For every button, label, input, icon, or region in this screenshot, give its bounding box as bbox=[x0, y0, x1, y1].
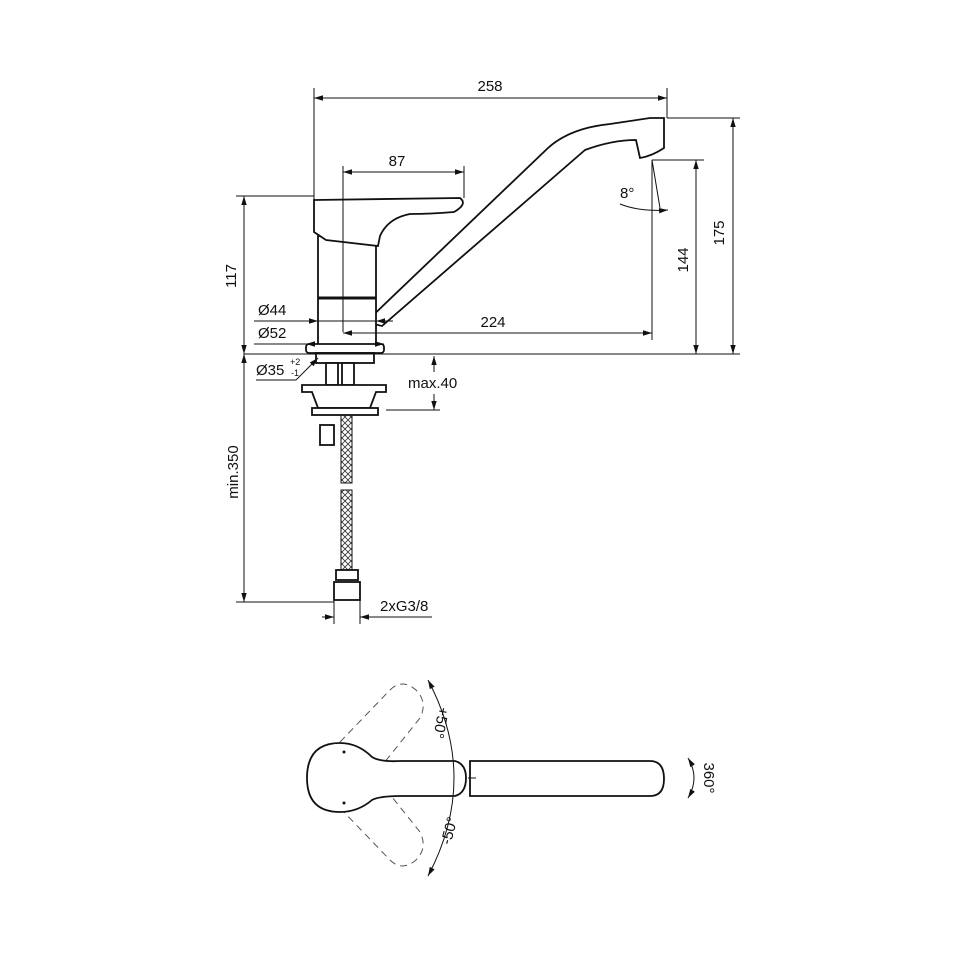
svg-text:360°: 360° bbox=[700, 762, 717, 793]
svg-text:+2: +2 bbox=[290, 357, 300, 367]
dim-connection: 2xG3/8 bbox=[322, 598, 432, 624]
svg-text:144: 144 bbox=[675, 247, 692, 272]
lever-handle bbox=[313, 197, 464, 247]
dim-total-height: 175 bbox=[667, 117, 740, 354]
dim-spout-reach: 224 bbox=[343, 314, 652, 336]
svg-text:Ø44: Ø44 bbox=[258, 302, 286, 319]
spout-top bbox=[469, 760, 665, 797]
svg-text:175: 175 bbox=[711, 220, 728, 245]
svg-text:117: 117 bbox=[223, 264, 240, 288]
svg-text:224: 224 bbox=[480, 314, 505, 331]
svg-text:+50°: +50° bbox=[429, 706, 451, 740]
dim-hole-diameter: Ø35 +2 -1 bbox=[256, 357, 319, 381]
svg-text:-1: -1 bbox=[291, 368, 299, 378]
dim-min-hose: min.350 bbox=[225, 354, 334, 603]
svg-text:min.350: min.350 bbox=[225, 445, 242, 498]
dim-max-thickness: max.40 bbox=[386, 356, 457, 411]
svg-text:87: 87 bbox=[389, 153, 406, 170]
faucet-side-view bbox=[301, 117, 665, 601]
svg-text:2xG3/8: 2xG3/8 bbox=[380, 598, 428, 615]
handle-top bbox=[306, 742, 467, 813]
dim-body-height: 117 bbox=[223, 195, 314, 354]
svg-text:Ø35: Ø35 bbox=[256, 362, 284, 379]
svg-text:max.40: max.40 bbox=[408, 375, 457, 392]
faucet-top-view: +50° -50° 360° bbox=[306, 679, 717, 877]
svg-text:258: 258 bbox=[477, 78, 502, 95]
dim-base-diameter: Ø52 bbox=[254, 325, 384, 347]
dim-handle-length: 87 bbox=[342, 153, 465, 332]
dim-overall-width: 258 bbox=[313, 78, 668, 200]
spout bbox=[364, 117, 665, 327]
dim-spout-height: 144 bbox=[651, 159, 704, 354]
svg-text:Ø52: Ø52 bbox=[258, 325, 286, 342]
svg-text:8°: 8° bbox=[620, 185, 634, 202]
svg-text:-50°: -50° bbox=[438, 815, 462, 846]
dim-body-diameter: Ø44 bbox=[254, 302, 393, 324]
dim-spout-angle: 8° bbox=[619, 159, 669, 214]
